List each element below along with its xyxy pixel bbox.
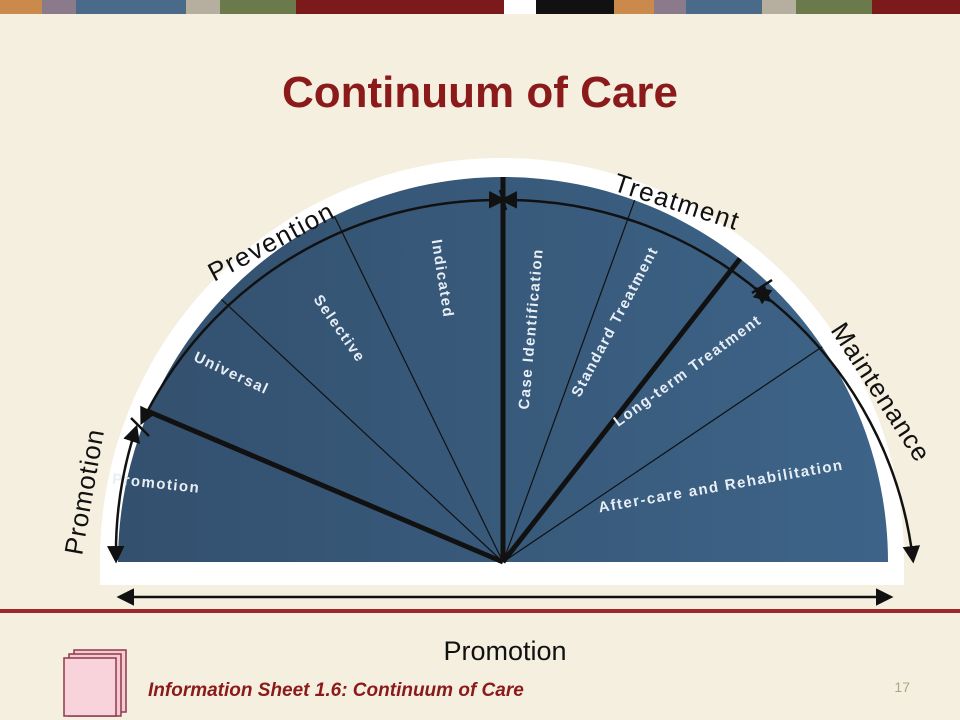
top-color-band — [0, 0, 960, 14]
document-stack-icon — [63, 649, 127, 717]
bottom-promotion-label: Promotion — [443, 636, 567, 666]
arc-tick — [751, 278, 773, 295]
band-block — [42, 0, 76, 14]
band-block — [654, 0, 686, 14]
arc-tick — [130, 417, 150, 437]
arc-maintenance — [753, 286, 921, 564]
band-block — [614, 0, 654, 14]
arc-promotion-left — [107, 424, 140, 564]
heavy-divider — [501, 257, 742, 564]
footer-rule — [0, 609, 960, 613]
band-block — [796, 0, 872, 14]
outer-arcs — [107, 189, 921, 564]
band-block — [872, 0, 960, 14]
slide-title: Continuum of Care — [282, 68, 678, 117]
band-block — [536, 0, 614, 14]
band-block — [686, 0, 762, 14]
band-block — [0, 0, 42, 14]
heavy-divider — [147, 409, 504, 565]
page-number: 17 — [894, 679, 910, 695]
arc-treatment — [499, 191, 772, 303]
arc-tick — [498, 189, 508, 211]
band-block — [504, 0, 536, 14]
band-block — [76, 0, 186, 14]
arc-prevention — [140, 191, 507, 426]
band-block — [762, 0, 796, 14]
band-block — [220, 0, 296, 14]
band-block — [186, 0, 220, 14]
footer-caption: Information Sheet 1.6: Continuum of Care — [148, 680, 524, 701]
band-block — [296, 0, 504, 14]
